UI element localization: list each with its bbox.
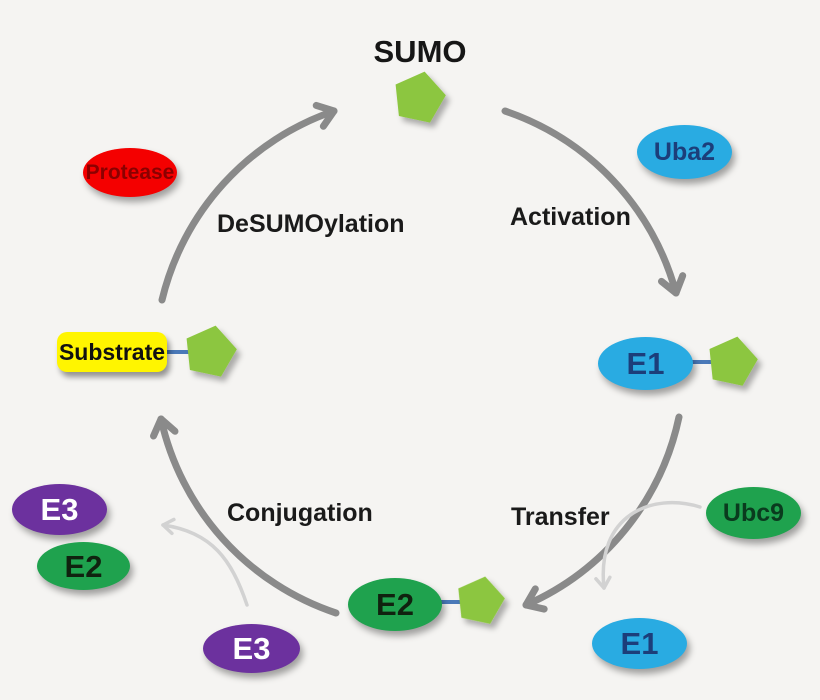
conjugation-label: Conjugation [227,499,373,527]
e3-bottom-node: E3 [203,624,300,673]
e1-right-node: E1 [598,337,693,390]
diagram-title: SUMO [373,34,467,69]
transfer-label: Transfer [511,503,610,531]
e1-sumo-pentagon-icon [709,336,758,386]
e3-left-node: E3 [12,484,107,535]
desumoylation-arrow [158,101,338,304]
transfer-arrow [522,413,683,613]
ubc9-to-e1-arrow [594,500,702,590]
e3-to-e2-arrow [161,517,249,607]
substrate-node: Substrate [57,332,167,372]
e1-bottom-node: E1 [592,618,687,669]
uba2-node: Uba2 [637,125,732,179]
activation-label: Activation [510,203,631,231]
activation-arrow [501,107,687,297]
substrate-sumo-pentagon-icon [186,325,237,377]
e2-left-node: E2 [37,542,130,590]
conjugation-arrow [150,415,340,617]
e2-center-node: E2 [348,578,442,631]
ubc9-node: Ubc9 [706,487,801,539]
protease-node: Protease [83,148,177,197]
sumo-pentagon-icon [395,71,446,123]
e2-sumo-pentagon-icon [458,576,505,624]
desumoylation-label: DeSUMOylation [217,210,405,238]
